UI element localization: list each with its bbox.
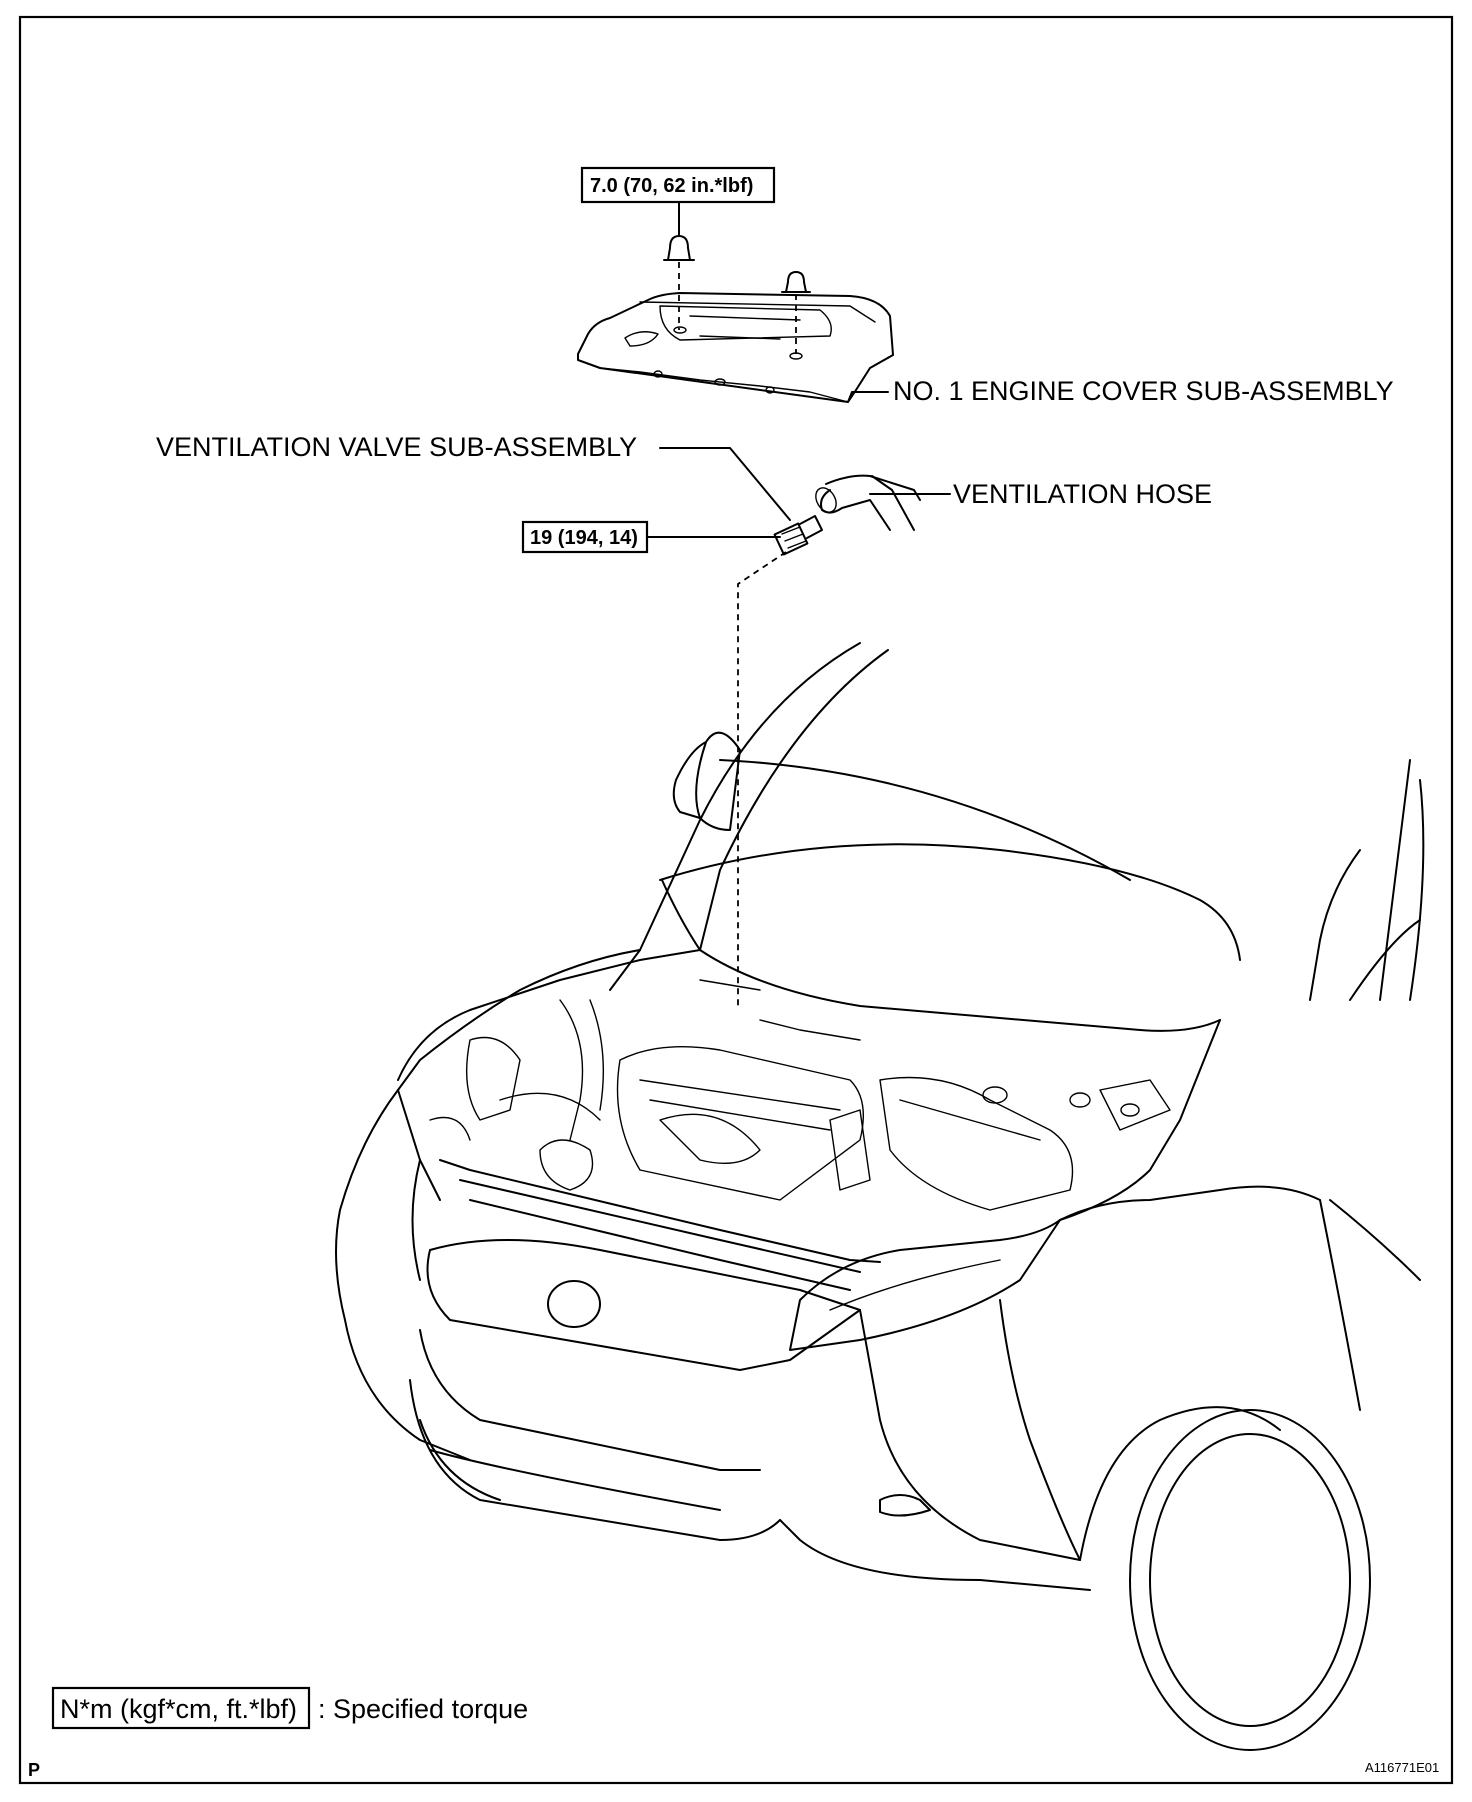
label-engine-cover: NO. 1 ENGINE COVER SUB-ASSEMBLY [893, 376, 1394, 406]
engine-cover-illustration [577, 292, 894, 403]
diagram-frame [18, 15, 1454, 1785]
legend-torque-box [51, 1686, 311, 1730]
corner-mark: P [28, 1760, 40, 1780]
vehicle-front-illustration [335, 642, 1425, 1751]
legend-torque-unit: N*m (kgf*cm, ft.*lbf) [60, 1694, 297, 1724]
label-ventilation-hose: VENTILATION HOSE [953, 479, 1212, 509]
legend-specified-torque: : Specified torque [318, 1694, 528, 1724]
torque-box-valve [521, 520, 649, 554]
cover-bolt-icon-2 [781, 271, 811, 293]
cover-bolt-icon [663, 235, 695, 261]
ventilation-hose-icon [815, 474, 921, 531]
torque-cover-text: 7.0 (70, 62 in.*lbf) [590, 175, 753, 197]
torque-valve-text: 19 (194, 14) [530, 527, 638, 549]
figure-code: A116771E01 [1365, 1760, 1439, 1775]
label-ventilation-valve: VENTILATION VALVE SUB-ASSEMBLY [156, 432, 637, 462]
ventilation-valve-icon [773, 515, 823, 556]
